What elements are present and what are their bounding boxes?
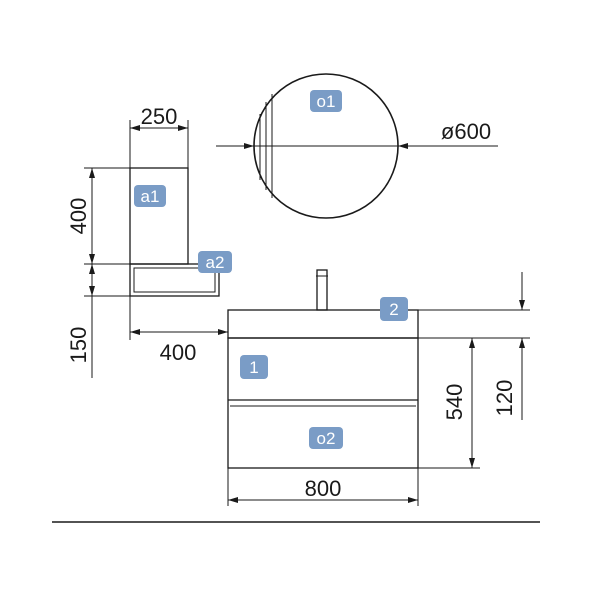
badge-text-shelf-base: a2: [206, 253, 225, 272]
dim-cabinet-width: 800: [227, 468, 419, 506]
dim-text-shelf-gap: 150: [66, 327, 91, 364]
badge-text-drawer-top: 1: [249, 358, 258, 377]
dim-mirror-diameter: ø600: [216, 119, 498, 149]
dim-text-shelf-depth: 400: [160, 340, 197, 365]
shelf-unit: [129, 167, 220, 297]
dim-top-height: 120: [418, 272, 530, 420]
dim-shelf-width: 250: [129, 104, 189, 168]
badge-text-drawer-bottom: o2: [317, 429, 336, 448]
dim-text-shelf-width: 250: [141, 104, 178, 129]
shelf-body: [129, 167, 189, 265]
dim-shelf-gap: 150: [66, 264, 130, 378]
badge-text-shelf: a1: [141, 187, 160, 206]
badge-text-worktop: 2: [389, 300, 398, 319]
cabinet: [227, 269, 419, 469]
dim-text-mirror-diameter: ø600: [441, 119, 491, 144]
badge-drawer-bottom: o2: [309, 427, 343, 449]
dim-shelf-height: 400: [66, 167, 130, 265]
dim-cabinet-height: 540: [418, 337, 480, 469]
badge-shelf-base: a2: [198, 251, 232, 273]
badge-shelf: a1: [134, 185, 166, 207]
shelf-base-inner: [133, 267, 216, 293]
shelf-base: [129, 263, 220, 297]
dim-text-top-height: 120: [492, 380, 517, 417]
dim-shelf-depth: 400: [129, 296, 228, 365]
badge-text-mirror: o1: [317, 92, 336, 111]
badge-drawer-top: 1: [240, 355, 268, 379]
cabinet-body: [227, 337, 419, 469]
dim-text-cabinet-width: 800: [305, 476, 342, 501]
dim-text-shelf-height: 400: [66, 198, 91, 235]
badge-mirror: o1: [310, 90, 342, 112]
badge-worktop: 2: [380, 297, 408, 321]
dim-text-cabinet-height: 540: [442, 384, 467, 421]
